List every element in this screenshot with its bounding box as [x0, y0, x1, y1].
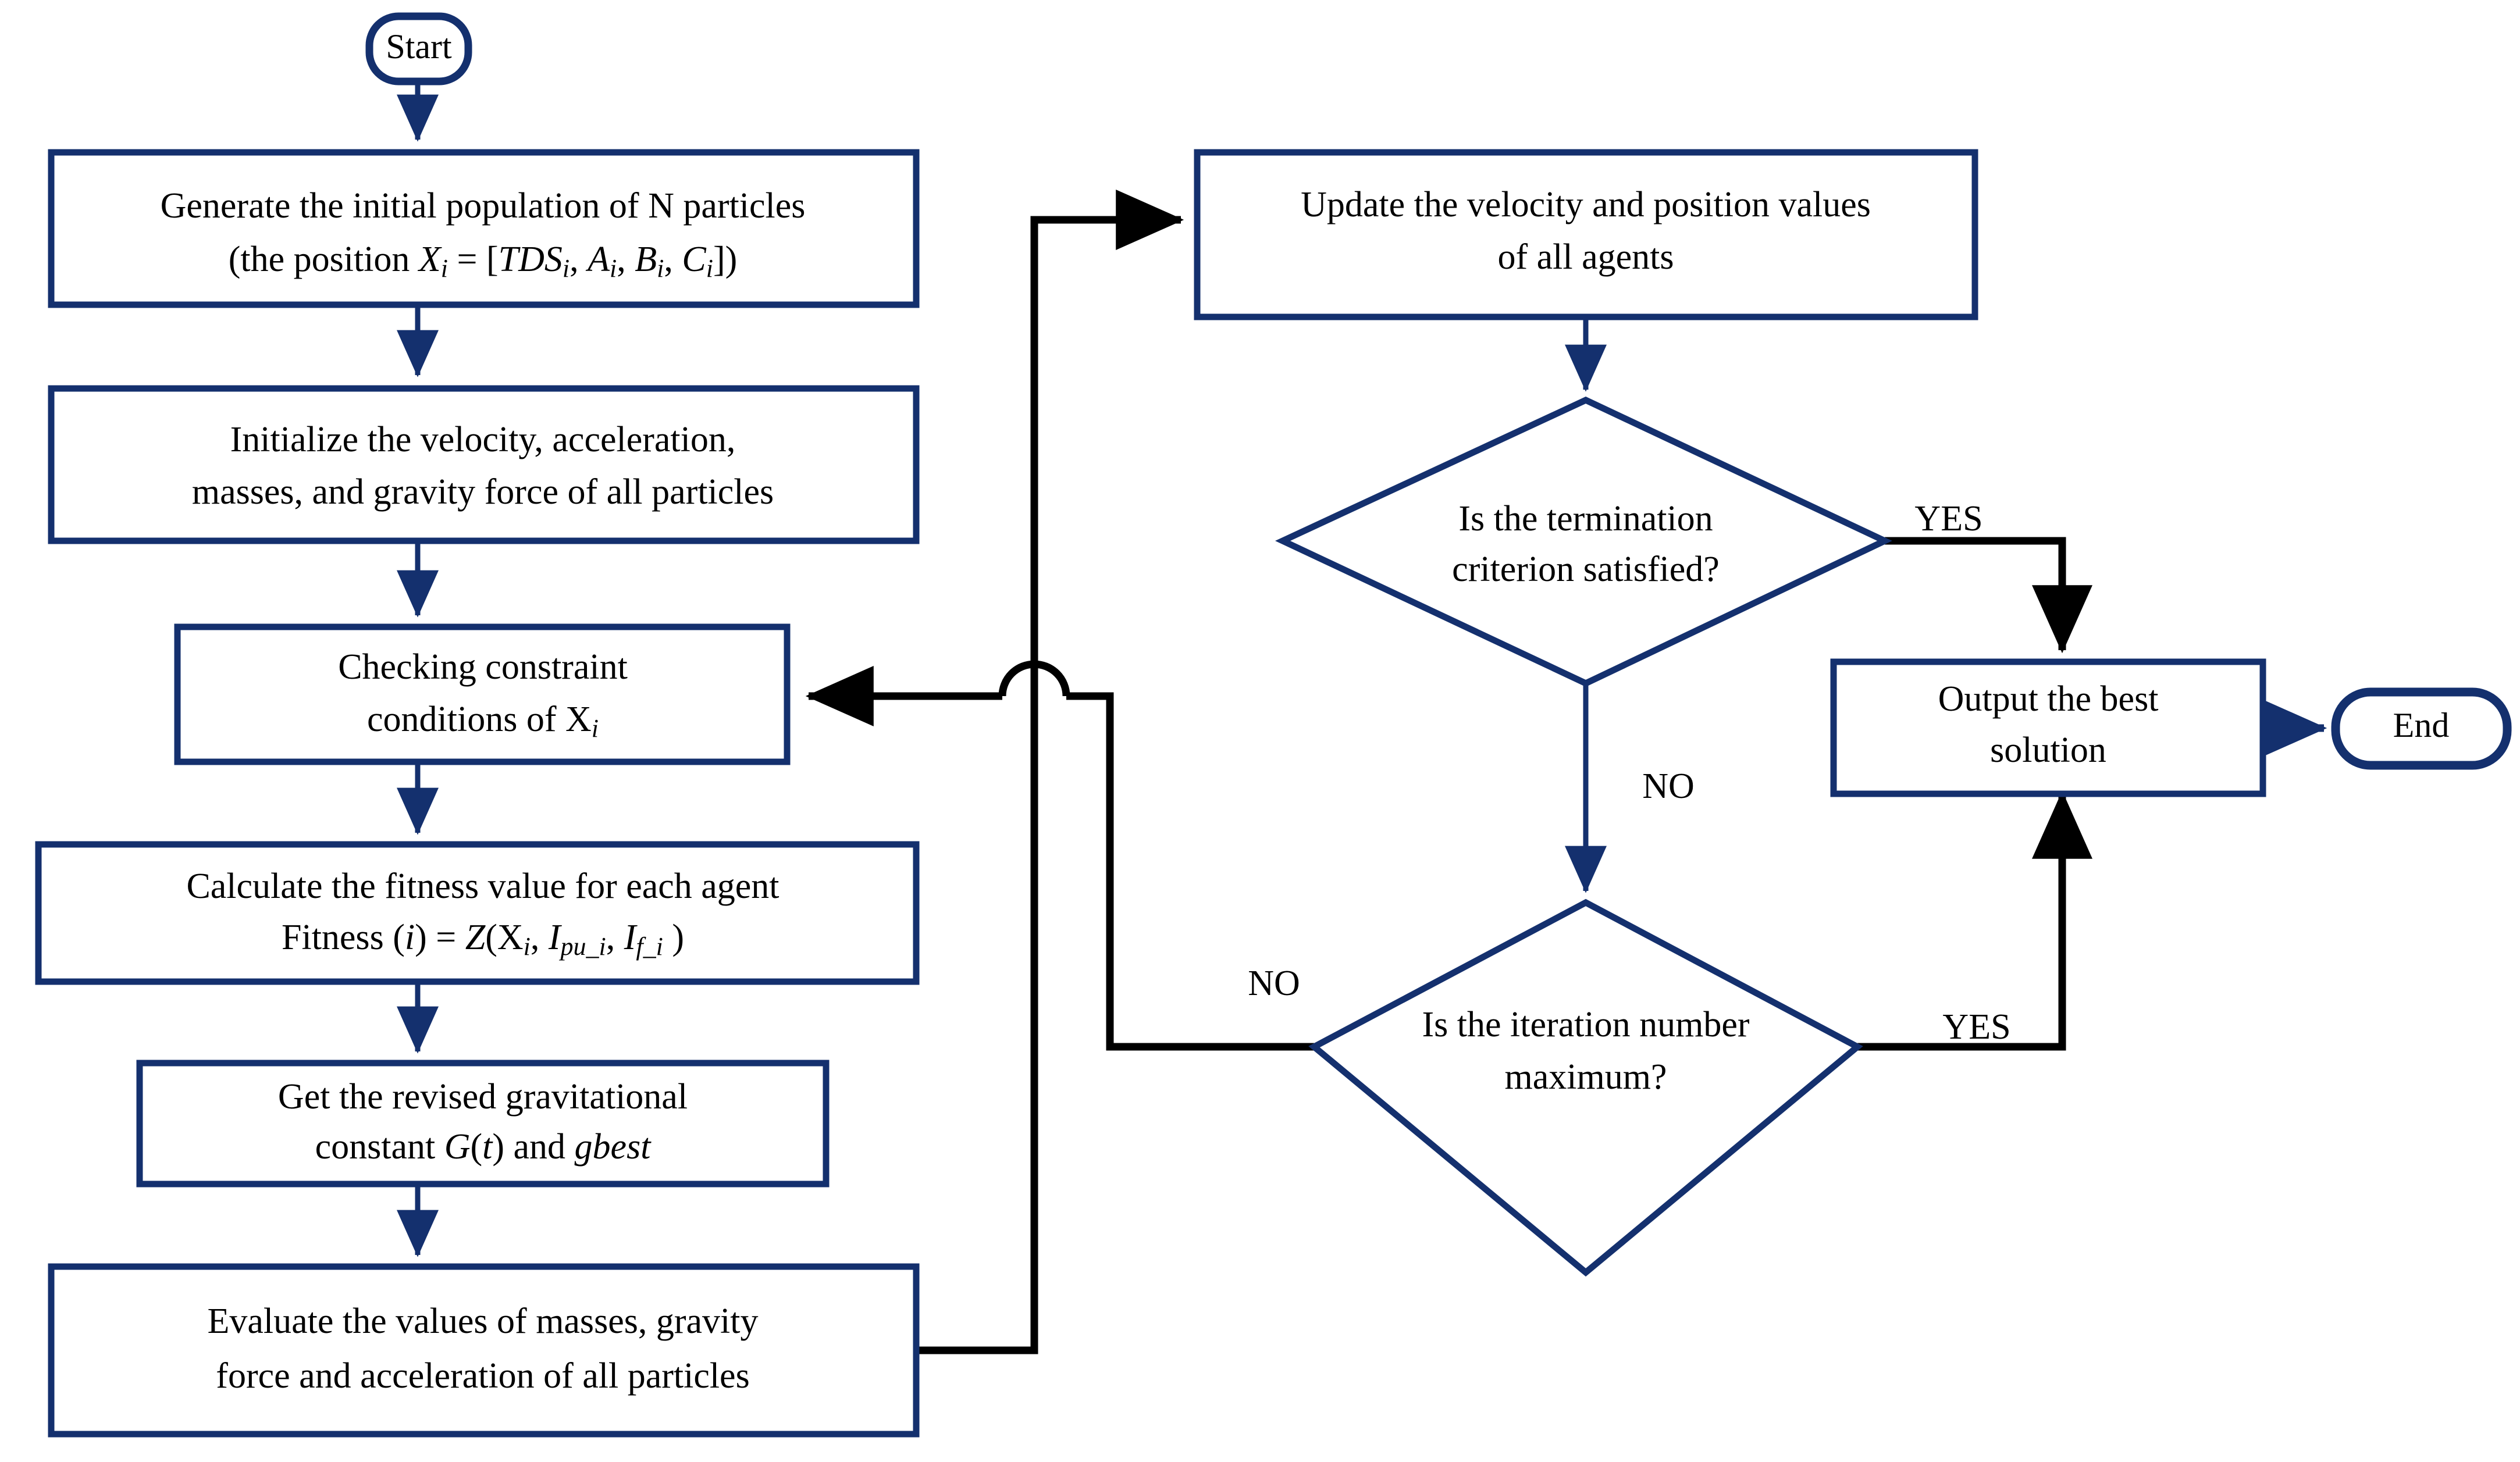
- node-calculate-fitness[interactable]: Calculate the fitness value for each age…: [35, 841, 920, 985]
- connector-termination-yes-to-output: [1885, 537, 2092, 654]
- initialize-line2: masses, and gravity force of all particl…: [192, 472, 774, 512]
- edge-label-termination-no: NO: [1642, 766, 1695, 806]
- generate-population-line2: (the position Xi = [TDSi, Ai, Bi, Ci]): [229, 240, 738, 283]
- edge-label-iteration-no: NO: [1248, 964, 1300, 1003]
- edge-label-iteration-yes: YES: [1942, 1007, 2010, 1047]
- checking-constraint-line1: Checking constraint: [338, 647, 628, 687]
- node-gravitational-constant[interactable]: Get the revised gravitational constant G…: [136, 1060, 830, 1188]
- iteration-check-line1: Is the iteration number: [1422, 1005, 1750, 1044]
- connector-iteration-no-to-checking: [805, 660, 1314, 1051]
- update-velocity-line2: of all agents: [1497, 237, 1674, 277]
- calculate-fitness-line1: Calculate the fitness value for each age…: [186, 866, 779, 906]
- start-label: Start: [386, 27, 452, 66]
- evaluate-masses-line2: force and acceleration of all particles: [216, 1356, 749, 1396]
- node-iteration-check[interactable]: Is the iteration number maximum?: [1308, 898, 1863, 1277]
- termination-check-line1: Is the termination: [1458, 499, 1713, 539]
- calculate-fitness-line2: Fitness (i) = Z(Xi, Ipu_i, If_i ): [282, 918, 684, 961]
- checking-constraint-line2: conditions of Xi: [367, 700, 599, 743]
- connector-iteration-yes-to-output: [1857, 790, 2092, 1051]
- gravitational-constant-line1: Get the revised gravitational: [278, 1077, 688, 1117]
- node-evaluate-masses[interactable]: Evaluate the values of masses, gravity f…: [48, 1263, 920, 1438]
- node-initialize[interactable]: Initialize the velocity, acceleration, m…: [48, 385, 920, 544]
- evaluate-masses-line1: Evaluate the values of masses, gravity: [208, 1301, 759, 1341]
- connector-evaluate-to-update: [916, 190, 1184, 1354]
- update-velocity-line1: Update the velocity and position values: [1301, 185, 1871, 224]
- node-output-solution[interactable]: Output the best solution: [1830, 658, 2266, 797]
- initialize-line1: Initialize the velocity, acceleration,: [230, 420, 736, 459]
- end-label: End: [2393, 706, 2450, 744]
- gravitational-constant-line2: constant G(t) and gbest: [315, 1127, 652, 1167]
- output-solution-line1: Output the best: [1938, 679, 2159, 719]
- node-start[interactable]: Start: [365, 12, 472, 85]
- edge-label-termination-yes: YES: [1914, 499, 1982, 539]
- node-generate-population[interactable]: Generate the initial population of N par…: [48, 149, 920, 308]
- generate-population-line1: Generate the initial population of N par…: [161, 186, 806, 226]
- iteration-check-line2: maximum?: [1505, 1057, 1667, 1097]
- node-checking-constraint[interactable]: Checking constraint conditions of Xi: [174, 623, 791, 765]
- output-solution-line2: solution: [1990, 730, 2106, 770]
- termination-check-line2: criterion satisfied?: [1452, 550, 1720, 589]
- node-update-velocity[interactable]: Update the velocity and position values …: [1194, 149, 1978, 320]
- node-termination-check[interactable]: Is the termination criterion satisfied?: [1275, 396, 1892, 687]
- node-end[interactable]: End: [2331, 687, 2512, 770]
